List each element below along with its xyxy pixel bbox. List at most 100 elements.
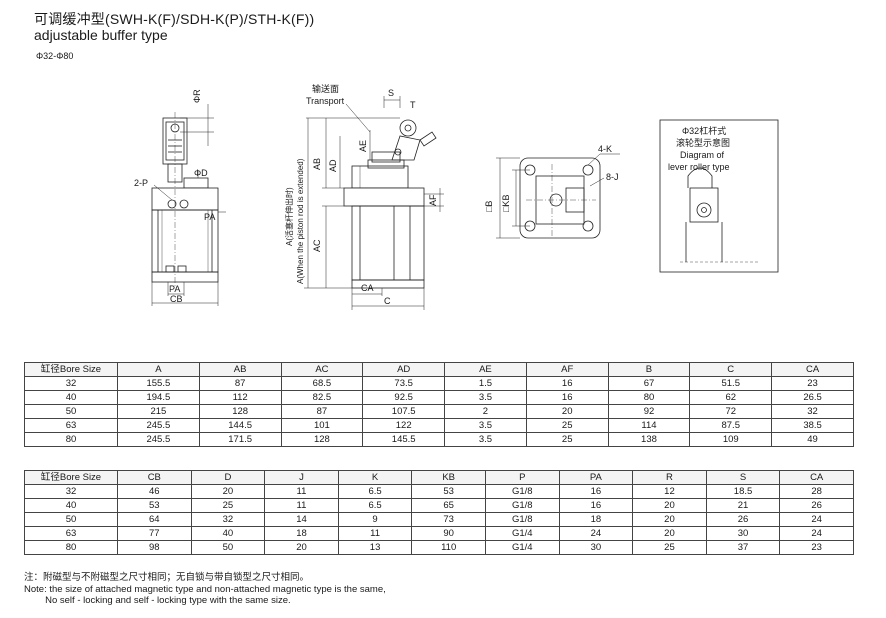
table-cell: 49 — [771, 432, 854, 447]
table-cell: 92 — [607, 404, 691, 419]
table-cell: 63 — [24, 526, 118, 541]
table-cell: 245.5 — [117, 418, 200, 433]
table-cell: G1/4 — [484, 526, 560, 541]
table-cell: 128 — [198, 404, 282, 419]
table-cell: 25 — [525, 418, 609, 433]
table-cell: 87 — [198, 376, 282, 391]
table-cell: 20 — [632, 498, 707, 513]
label-s: S — [388, 88, 394, 98]
table-cell: 3.5 — [444, 432, 527, 447]
table-cell: 73 — [411, 512, 486, 527]
table-cell: 50 — [24, 404, 118, 419]
table-cell: 20 — [264, 540, 339, 555]
table-cell: 46 — [117, 484, 192, 499]
table-cell: 32 — [24, 484, 118, 499]
note-line-2: Note: the size of attached magnetic type… — [24, 583, 386, 595]
table-cell: 87 — [280, 404, 364, 419]
table-header-cell: AC — [280, 362, 364, 377]
table-cell: G1/4 — [484, 540, 560, 555]
table-cell: 20 — [632, 512, 707, 527]
table-cell: 72 — [689, 404, 773, 419]
label-pa-bottom: PA — [169, 284, 180, 294]
table-cell: 67 — [607, 376, 691, 391]
table-cell: 80 — [607, 390, 691, 405]
table-cell: 68.5 — [280, 376, 364, 391]
table-cell: 215 — [117, 404, 200, 419]
technical-drawings: ΦR 2-P ΦD PA PA CB 输送面 Transport S T AB … — [134, 83, 779, 310]
table-cell: 18 — [264, 526, 339, 541]
table-cell: 110 — [411, 540, 486, 555]
note-line-1: 注：附磁型与不附磁型之尺寸相同；无自锁与带自锁型之尺寸相同。 — [24, 572, 310, 583]
table-header-cell: AF — [525, 362, 609, 377]
table-cell: 16 — [525, 390, 609, 405]
table-cell: 11 — [264, 484, 339, 499]
table-cell: 53 — [411, 484, 486, 499]
table-cell: 38.5 — [771, 418, 854, 433]
label-ad: AD — [328, 159, 338, 172]
label-phi-r: ΦR — [192, 89, 202, 103]
label-ca: CA — [361, 283, 374, 293]
table-cell: 87.5 — [689, 418, 773, 433]
front-view-drawing — [304, 96, 444, 310]
table-cell: 24 — [779, 526, 854, 541]
table-cell: 90 — [411, 526, 486, 541]
table-cell: 145.5 — [362, 432, 446, 447]
label-ac: AC — [312, 239, 322, 252]
table-header-cell: A — [117, 362, 200, 377]
label-a-en: A(When the piston rod is extended) — [296, 158, 305, 284]
table-cell: 32 — [771, 404, 854, 419]
table-cell: 18 — [558, 512, 634, 527]
label-2-p: 2-P — [134, 178, 148, 188]
table-header-cell: KB — [411, 470, 486, 485]
table-cell: 194.5 — [117, 390, 200, 405]
table-cell: 23 — [779, 540, 854, 555]
top-view-drawing — [496, 153, 620, 239]
table-cell: 37 — [705, 540, 781, 555]
table-cell: 82.5 — [280, 390, 364, 405]
label-ab: AB — [312, 158, 322, 170]
bore-range: Φ32-Φ80 — [36, 51, 74, 61]
table-cell: 92.5 — [362, 390, 446, 405]
table-header-cell: AB — [198, 362, 282, 377]
label-b: □B — [484, 201, 494, 212]
table-header-cell: P — [484, 470, 560, 485]
table-cell: 25 — [190, 498, 266, 513]
table-cell: 112 — [198, 390, 282, 405]
lever-roller-inset — [659, 119, 779, 273]
table-cell: 64 — [117, 512, 192, 527]
side-view-drawing — [151, 104, 226, 306]
table-cell: 32 — [24, 376, 118, 391]
table-cell: 107.5 — [362, 404, 446, 419]
table-cell: G1/8 — [484, 498, 560, 513]
table-cell: 171.5 — [198, 432, 282, 447]
table-header-cell: K — [337, 470, 413, 485]
label-a-cn: A(活塞杆伸出时) — [284, 187, 294, 246]
table-cell: 62 — [689, 390, 773, 405]
label-pa: PA — [204, 212, 215, 222]
table-header-cell: B — [607, 362, 691, 377]
table-cell: 16 — [558, 484, 634, 499]
table-header-cell: S — [705, 470, 781, 485]
table-cell: 21 — [705, 498, 781, 513]
table-cell: 122 — [362, 418, 446, 433]
table-cell: 50 — [24, 512, 118, 527]
table-cell: 25 — [525, 432, 609, 447]
table-header-cell: C — [689, 362, 773, 377]
table-cell: 14 — [264, 512, 339, 527]
table-cell: 6.5 — [337, 484, 413, 499]
table-cell: 50 — [190, 540, 266, 555]
table-cell: 23 — [771, 376, 854, 391]
table-cell: 1.5 — [444, 376, 527, 391]
table-cell: 65 — [411, 498, 486, 513]
table-cell: 16 — [525, 376, 609, 391]
